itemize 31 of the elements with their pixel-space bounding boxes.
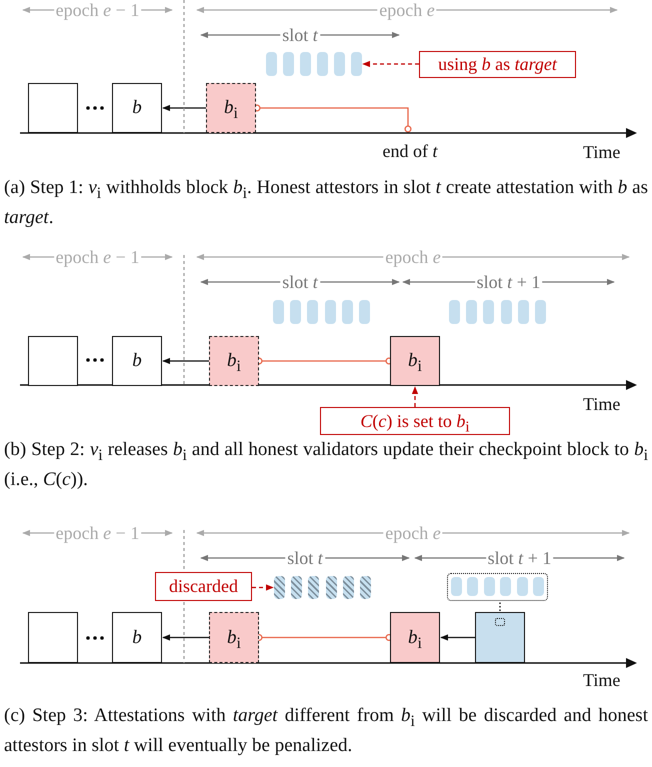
attestation-marker [495,618,505,626]
callout-arrow [412,386,418,407]
arrow [162,358,209,364]
callout-arrow [362,60,419,68]
caption: (c) Step 3: Attestations with target different from b$_{i}$ will be discarded and honest attestors in slot t will eventually be penalized. [4,704,648,758]
arrow [440,634,475,641]
block: b [112,336,162,386]
time-marker-label: end of t [378,131,442,161]
block [475,612,525,663]
released-block: b$_{i}$ [390,612,440,663]
withheld-block: b$_{i}$ [209,612,259,663]
caption: (b) Step 2: v$_{i}$ releases b$_{i}$ and all honest validators update their checkpoint block to b$_{i}$ (i.e., C(c)). [4,438,648,492]
caption: (a) Step 1: v$_{i}$ withholds block b$_{i}$. Honest attestors in slot t create attestation with b as target. [4,176,648,230]
block: b [112,612,162,663]
callout-arrow [252,584,274,591]
block: b [112,83,162,133]
released-block: b$_{i}$ [390,336,440,386]
axis-label: Time [583,395,620,413]
block [28,336,78,386]
axis-label: Time [583,143,620,161]
attestation-group-box [447,573,548,601]
axis-label: Time [583,671,620,689]
withheld-block: b$_{i}$ [209,336,259,386]
block [28,612,78,663]
arrow [162,634,209,641]
block [28,83,78,133]
withheld-block: b$_{i}$ [206,83,256,133]
arrow [162,104,206,112]
note-box: C(c) is set to b$_{i}$ [320,407,510,435]
note-box: using b as target [419,51,576,78]
note-box: discarded [155,572,252,601]
